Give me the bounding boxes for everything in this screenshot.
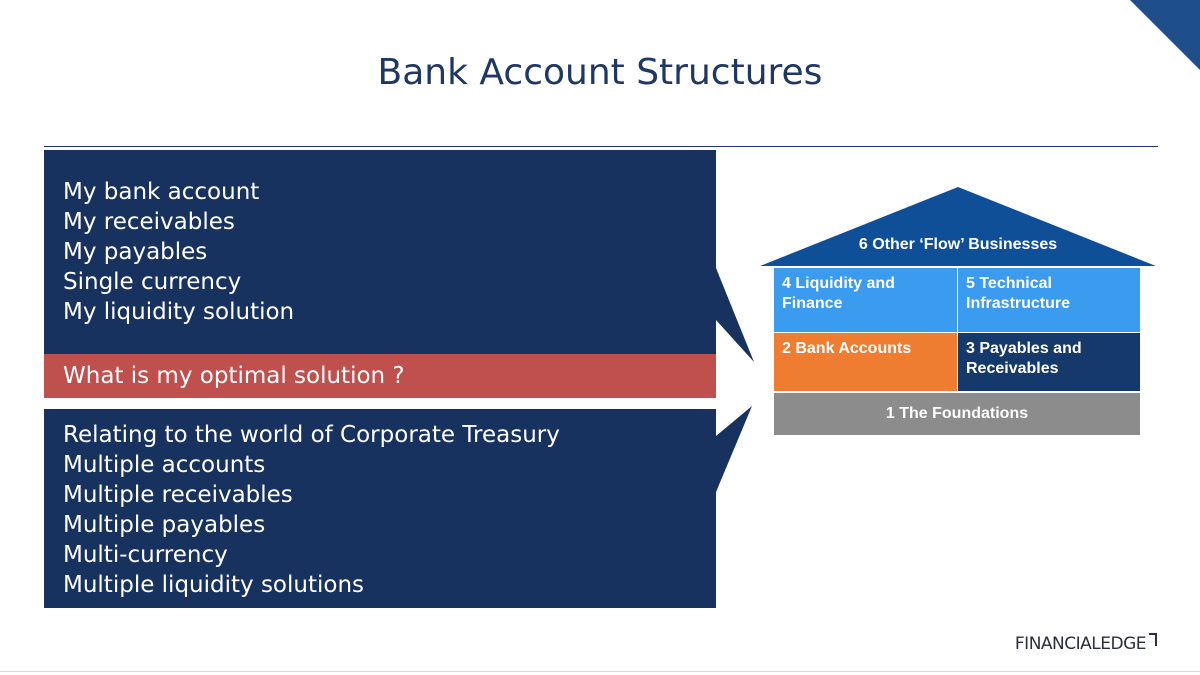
panel-line: Multiple accounts	[63, 452, 266, 478]
foundations-box: 1 The Foundations	[774, 393, 1140, 435]
bottom-callout-pointer	[716, 406, 752, 492]
question-bar: What is my optimal solution ?	[44, 354, 716, 398]
top-callout-pointer	[716, 268, 754, 362]
roof-label: 6 Other ‘Flow’ Businesses	[858, 236, 1058, 253]
panel-line: Multiple payables	[63, 512, 266, 538]
bank-accounts-box: 2 Bank Accounts	[774, 333, 957, 391]
liquidity-finance-box: 4 Liquidity and Finance	[774, 268, 957, 332]
current-state-panel: My bank account My receivables My payabl…	[44, 150, 716, 354]
panel-line: My payables	[63, 239, 208, 265]
panel-line: My liquidity solution	[63, 299, 295, 325]
financial-edge-logo: FINANCIALEDGE	[1015, 632, 1158, 656]
title-divider	[44, 146, 1158, 147]
panel-line: My bank account	[63, 179, 260, 205]
panel-line: Single currency	[63, 269, 242, 295]
page-title: Bank Account Structures	[377, 52, 823, 93]
logo-text: FINANCIALEDGE	[1014, 634, 1147, 654]
panel-line: Multiple receivables	[63, 482, 293, 508]
logo-bracket-icon	[1149, 633, 1157, 646]
panel-line: Multi-currency	[63, 542, 228, 568]
payables-receivables-box: 3 Payables and Receivables	[958, 333, 1140, 391]
corner-accent	[1130, 0, 1200, 70]
technical-infrastructure-box: 5 Technical Infrastructure	[958, 268, 1140, 332]
footer-divider	[0, 671, 1200, 672]
panel-line: Multiple liquidity solutions	[63, 572, 365, 598]
corporate-treasury-panel: Relating to the world of Corporate Treas…	[44, 409, 716, 608]
house-roof	[760, 187, 1156, 266]
panel-line: My receivables	[63, 209, 235, 235]
panel-line: Relating to the world of Corporate Treas…	[63, 422, 560, 448]
